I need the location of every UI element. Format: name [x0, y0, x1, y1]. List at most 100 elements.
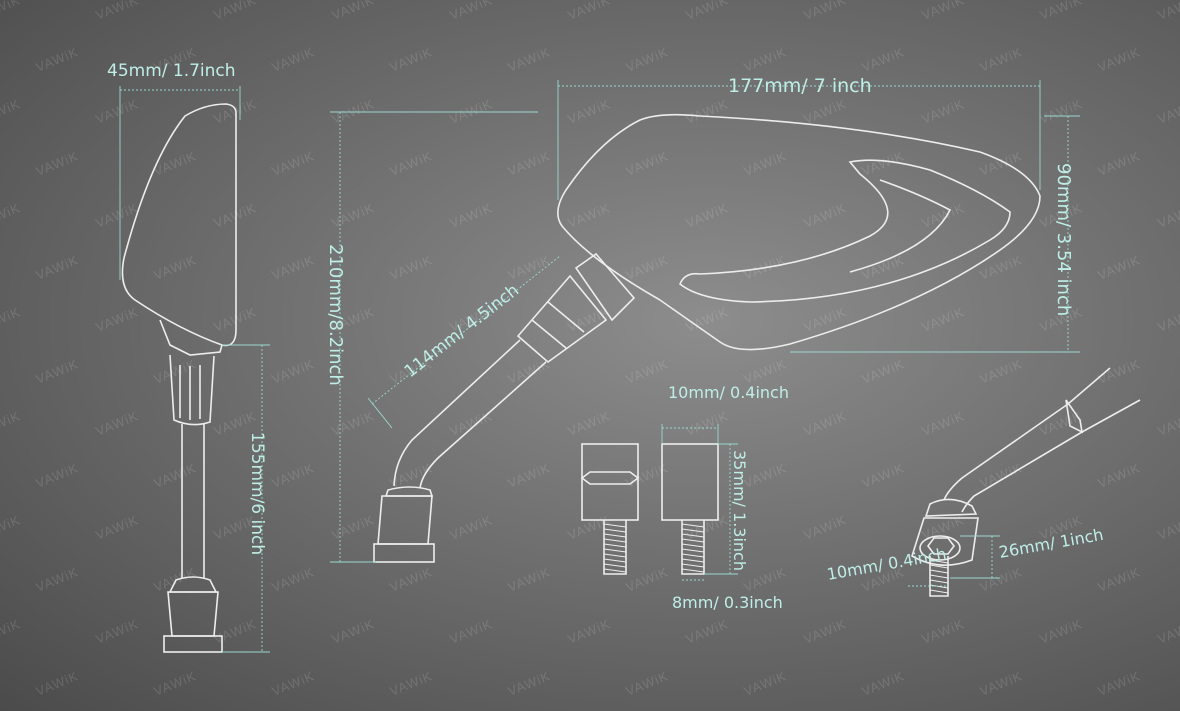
thread-line	[681, 533, 705, 538]
watermark-text: VAWiK	[0, 408, 23, 439]
watermark-text: VAWiK	[212, 200, 259, 231]
watermark-text: VAWiK	[330, 616, 377, 647]
watermark-text: VAWiK	[270, 460, 317, 491]
thread-line	[681, 553, 705, 558]
watermark-text: VAWiK	[920, 0, 967, 23]
watermark-text: VAWiK	[1156, 304, 1180, 335]
thread-line	[929, 574, 949, 579]
base-thread	[929, 556, 949, 597]
watermark-text: VAWiK	[802, 96, 849, 127]
watermark-text: VAWiK	[270, 148, 317, 179]
watermark-text: VAWiK	[388, 668, 435, 699]
watermark-text: VAWiK	[1156, 200, 1180, 231]
watermark-text: VAWiK	[978, 356, 1025, 387]
mount-collar	[574, 252, 636, 322]
watermark-text: VAWiK	[94, 0, 141, 23]
watermark-text: VAWiK	[566, 616, 613, 647]
thread-line	[681, 548, 705, 553]
arm-joint	[516, 274, 608, 364]
watermark-text: VAWiK	[94, 616, 141, 647]
watermark-text: VAWiK	[448, 200, 495, 231]
watermark-text: VAWiK	[978, 252, 1025, 283]
watermark-text: VAWiK	[94, 512, 141, 543]
thread-line	[681, 528, 705, 533]
watermark-text: VAWiK	[624, 668, 671, 699]
watermark-text: VAWiK	[270, 356, 317, 387]
watermark-text: VAWiK	[152, 460, 199, 491]
watermark-text: VAWiK	[566, 96, 613, 127]
watermark-text: VAWiK	[920, 96, 967, 127]
watermark-text: VAWiK	[860, 460, 907, 491]
watermark-text: VAWiK	[0, 304, 23, 335]
watermark-text: VAWiK	[388, 564, 435, 595]
watermark-text: VAWiK	[684, 408, 731, 439]
watermark-text: VAWiK	[1096, 460, 1143, 491]
base-cup	[911, 517, 979, 566]
thread-line	[603, 568, 627, 573]
watermark-text: VAWiK	[0, 96, 23, 127]
watermark-text: VAWiK	[0, 0, 23, 23]
watermark-text: VAWiK	[684, 512, 731, 543]
thread-line	[929, 584, 949, 589]
watermark-text: VAWiK	[152, 148, 199, 179]
thread-line	[603, 528, 627, 533]
watermark-text: VAWiK	[978, 148, 1025, 179]
thread-line	[603, 558, 627, 563]
watermark-text: VAWiK	[1156, 616, 1180, 647]
thread-line	[603, 548, 627, 553]
watermark-text: VAWiK	[684, 616, 731, 647]
watermark-text: VAWiK	[212, 304, 259, 335]
watermark-text: VAWiK	[34, 356, 81, 387]
watermark-text: VAWiK	[506, 668, 553, 699]
watermark-text: VAWiK	[330, 0, 377, 23]
thread-line	[929, 564, 949, 569]
thread-line	[681, 563, 705, 568]
thread-line	[603, 523, 627, 528]
watermark-text: VAWiK	[448, 96, 495, 127]
thread-line	[603, 553, 627, 558]
watermark-text: VAWiK	[978, 44, 1025, 75]
adapter-1-body	[581, 443, 639, 521]
watermark-text: VAWiK	[506, 564, 553, 595]
watermark-text: VAWiK	[860, 356, 907, 387]
watermark-text: VAWiK	[330, 512, 377, 543]
watermark-text: VAWiK	[1096, 252, 1143, 283]
dim-mirror-width: 177mm/ 7 inch	[728, 75, 872, 97]
watermark-text: VAWiK	[1038, 96, 1085, 127]
watermark-text: VAWiK	[34, 44, 81, 75]
watermark-text: VAWiK	[506, 148, 553, 179]
watermark-text: VAWiK	[152, 668, 199, 699]
watermark-text: VAWiK	[1156, 0, 1180, 23]
watermark-text: VAWiK	[624, 356, 671, 387]
mirror-head	[557, 113, 1041, 351]
watermark-text: VAWiK	[388, 44, 435, 75]
watermark-text: VAWiK	[94, 408, 141, 439]
watermark-text: VAWiK	[684, 304, 731, 335]
watermark-text: VAWiK	[624, 564, 671, 595]
watermark-text: VAWiK	[978, 564, 1025, 595]
watermark-text: VAWiK	[448, 616, 495, 647]
dim-side-width: 45mm/ 1.7inch	[107, 61, 236, 81]
watermark-text: VAWiK	[802, 200, 849, 231]
watermark-text: VAWiK	[624, 252, 671, 283]
watermark-text: VAWiK	[624, 460, 671, 491]
watermark-text: VAWiK	[566, 0, 613, 23]
watermark-text: VAWiK	[152, 564, 199, 595]
watermark-text: VAWiK	[388, 252, 435, 283]
base-arm	[943, 403, 1083, 513]
dim-total-height: 210mm/8.2inch	[325, 244, 346, 386]
thread-line	[603, 543, 627, 548]
watermark-text: VAWiK	[920, 304, 967, 335]
front-base	[377, 495, 433, 545]
watermark-text: VAWiK	[1096, 668, 1143, 699]
dim-adapter-height: 35mm/ 1.3inch	[730, 450, 749, 571]
side-mirror-head	[121, 103, 237, 347]
watermark-text: VAWiK	[802, 0, 849, 23]
dim-thread-diameter: 8mm/ 0.3inch	[672, 593, 783, 612]
thread-line	[929, 589, 949, 594]
watermark-text: VAWiK	[1096, 564, 1143, 595]
watermark-text: VAWiK	[212, 0, 259, 23]
watermark-text: VAWiK	[0, 200, 23, 231]
indicator-strip	[679, 159, 1011, 303]
